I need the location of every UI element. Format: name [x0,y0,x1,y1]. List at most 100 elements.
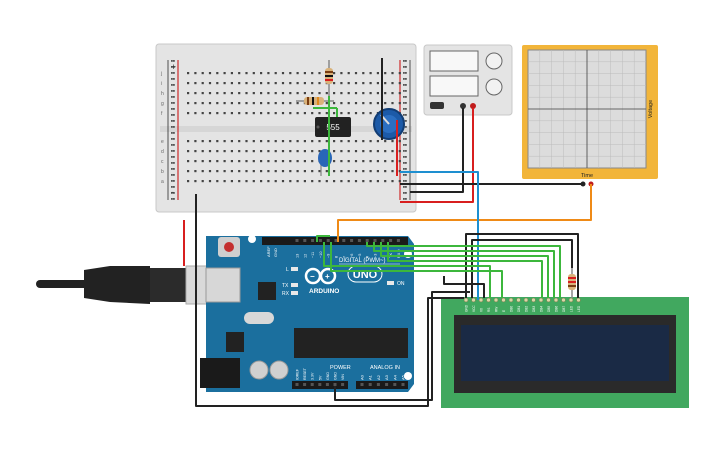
bb-hole[interactable] [216,140,219,143]
bb-hole[interactable] [274,112,277,115]
bb-hole[interactable] [281,170,285,173]
power-pin[interactable] [325,383,329,386]
bb-hole[interactable] [194,72,197,75]
lcd-pin[interactable] [568,297,574,303]
bb-rail-hole[interactable] [171,78,173,80]
bb-hole[interactable] [325,170,328,173]
bb-hole[interactable] [347,160,350,163]
bb-rail-hole[interactable] [173,132,175,134]
bb-hole[interactable] [376,180,379,183]
bb-hole[interactable] [354,102,358,105]
bb-rail-hole[interactable] [405,138,407,140]
bb-rail-hole[interactable] [405,72,407,74]
bb-hole[interactable] [201,160,204,163]
bb-hole[interactable] [281,160,285,163]
bb-rail-hole[interactable] [403,60,405,62]
bb-hole[interactable] [362,180,365,183]
bb-hole[interactable] [238,160,241,163]
digital-pin[interactable] [303,239,307,242]
bb-hole[interactable] [318,72,321,75]
bb-hole[interactable] [311,82,314,85]
bb-hole[interactable] [187,102,190,105]
bb-hole[interactable] [354,170,358,173]
bb-hole[interactable] [238,170,241,173]
bb-hole[interactable] [376,72,379,75]
bb-rail-hole[interactable] [405,108,407,110]
bb-hole[interactable] [318,170,321,173]
bb-hole[interactable] [230,180,233,183]
bb-hole[interactable] [347,102,350,105]
bb-rail-hole[interactable] [171,66,173,68]
bb-rail-hole[interactable] [403,66,405,68]
power-pin[interactable] [333,383,337,386]
bb-hole[interactable] [245,180,248,183]
bb-hole[interactable] [194,170,197,173]
bb-hole[interactable] [318,82,321,85]
bb-hole[interactable] [333,170,336,173]
bb-rail-hole[interactable] [173,78,175,80]
bb-hole[interactable] [208,160,212,163]
bb-hole[interactable] [245,102,248,105]
wire-green-d12[interactable] [316,235,330,242]
bb-rail-hole[interactable] [173,90,175,92]
bb-hole[interactable] [384,102,387,105]
bb-hole[interactable] [281,92,285,95]
bb-hole[interactable] [267,180,270,183]
bb-hole[interactable] [281,140,285,143]
bb-rail-hole[interactable] [405,114,407,116]
bb-rail-hole[interactable] [171,108,173,110]
bb-rail-hole[interactable] [171,168,173,170]
bb-hole[interactable] [230,92,233,95]
bb-rail-hole[interactable] [171,192,173,194]
bb-hole[interactable] [369,170,372,173]
bb-hole[interactable] [194,160,197,163]
bb-hole[interactable] [208,92,212,95]
bb-rail-hole[interactable] [171,186,173,188]
bb-hole[interactable] [362,170,365,173]
bb-hole[interactable] [230,112,233,115]
power-pin[interactable] [310,383,314,386]
bb-hole[interactable] [369,82,372,85]
bb-hole[interactable] [260,92,263,95]
bb-rail-hole[interactable] [173,168,175,170]
bb-hole[interactable] [238,140,241,143]
bb-hole[interactable] [238,92,241,95]
digital-pin[interactable] [381,239,385,242]
bb-hole[interactable] [208,180,212,183]
bb-hole[interactable] [223,72,226,75]
bb-hole[interactable] [223,160,226,163]
bb-rail-hole[interactable] [405,120,407,122]
bb-hole[interactable] [201,150,204,153]
wires[interactable] [183,58,592,407]
bb-hole[interactable] [318,112,321,115]
bb-hole[interactable] [398,180,401,183]
bb-hole[interactable] [216,102,219,105]
bb-hole[interactable] [303,72,306,75]
bb-hole[interactable] [216,82,219,85]
bb-rail-hole[interactable] [173,186,175,188]
bb-hole[interactable] [362,150,365,153]
bb-hole[interactable] [238,112,241,115]
wire-blue[interactable] [400,171,479,300]
digital-pin[interactable] [318,239,322,242]
bb-hole[interactable] [296,72,299,75]
bb-hole[interactable] [289,160,292,163]
lcd-pin[interactable] [523,297,529,303]
bb-rail-hole[interactable] [403,198,405,200]
supply-negative-terminal[interactable] [460,103,466,109]
wire-green-d3[interactable] [380,242,549,298]
wire-lcd-dark-2[interactable] [471,239,573,298]
digital-pin[interactable] [295,239,299,242]
bb-hole[interactable] [303,170,306,173]
bb-hole[interactable] [260,82,263,85]
bb-hole[interactable] [369,150,372,153]
bb-hole[interactable] [223,150,226,153]
bb-rail-hole[interactable] [403,138,405,140]
bb-rail-hole[interactable] [173,192,175,194]
power-pin[interactable] [318,383,322,386]
bb-hole[interactable] [238,180,241,183]
bb-hole[interactable] [391,92,394,95]
bb-hole[interactable] [347,112,350,115]
bb-hole[interactable] [303,112,306,115]
